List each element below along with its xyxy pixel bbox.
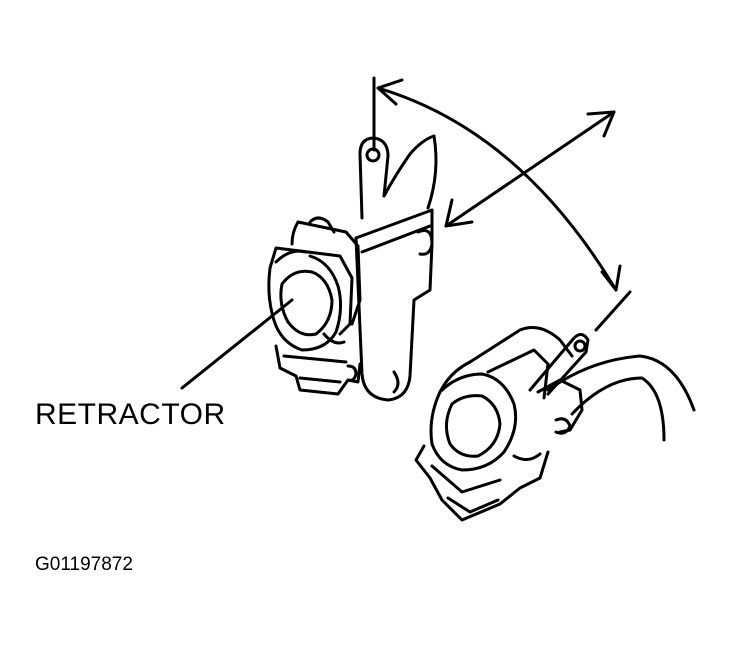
lower-retractor — [414, 326, 696, 522]
retractor-leader-line — [180, 298, 294, 390]
tilt-arc-arrowhead-bottom — [600, 264, 622, 292]
move-arrow-head-bottom — [444, 198, 474, 228]
tilted-reference-line — [594, 290, 632, 332]
move-arrow-head-top — [586, 110, 616, 138]
tilt-arc — [376, 86, 618, 292]
tilt-arc-arrowhead-top — [376, 78, 404, 106]
upper-retractor — [267, 134, 438, 402]
retractor-label: RETRACTOR — [35, 398, 226, 431]
move-arrow-line — [444, 110, 616, 228]
figure-id: G01197872 — [35, 554, 133, 575]
